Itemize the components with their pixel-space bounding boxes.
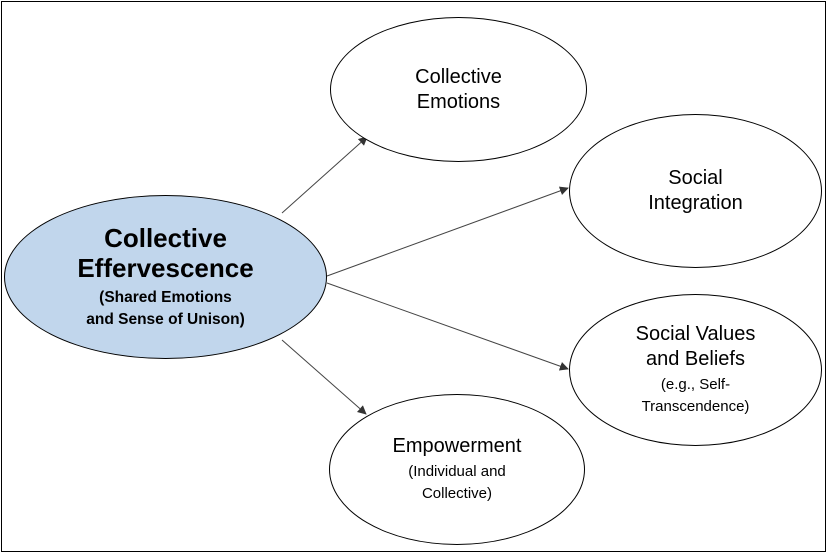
social-values-line2: and Beliefs [646,348,745,370]
central-title-line1: Collective [104,223,227,253]
social-integration-line1: Social [668,167,723,189]
empowerment-sub-line2: Collective) [421,485,492,502]
central-title-line2: Effervescence [77,253,254,283]
collective-emotions-line2: Emotions [416,90,501,113]
collective-effervescence-node: Collective Effervescence (Shared Emotion… [4,195,327,359]
central-sub-line1: (Shared Emotions [99,289,232,306]
social-integration-title: Social Integration [648,166,743,216]
empowerment-line1: Empowerment [392,435,522,457]
social-integration-node: Social Integration [569,114,822,268]
social-values-subtitle: (e.g., Self- Transcendence) [642,374,750,418]
arrow-to-empowerment [281,339,367,415]
central-title: Collective Effervescence [77,223,253,283]
social-values-node: Social Values and Beliefs (e.g., Self- T… [569,294,822,446]
empowerment-subtitle: (Individual and Collective) [408,461,506,505]
empowerment-title: Empowerment [393,434,522,459]
social-values-line1: Social Values [635,323,756,345]
collective-emotions-title: Collective Emotions [415,65,502,115]
empowerment-sub-line1: (Individual and [408,463,506,480]
central-subtitle: (Shared Emotions and Sense of Unison) [86,287,244,331]
arrow-to-collective-emotions [281,136,368,214]
social-values-title: Social Values and Beliefs [636,322,756,372]
central-sub-line2: and Sense of Unison) [86,311,245,328]
social-integration-line2: Integration [648,192,743,214]
social-values-sub-line1: (e.g., Self- [660,376,731,393]
social-values-sub-line2: Transcendence) [641,398,750,415]
collective-emotions-line1: Collective [415,65,502,88]
arrow-to-social-integration [326,186,569,277]
collective-emotions-node: Collective Emotions [330,17,587,162]
arrow-to-social-values [326,282,569,371]
empowerment-node: Empowerment (Individual and Collective) [329,394,585,545]
